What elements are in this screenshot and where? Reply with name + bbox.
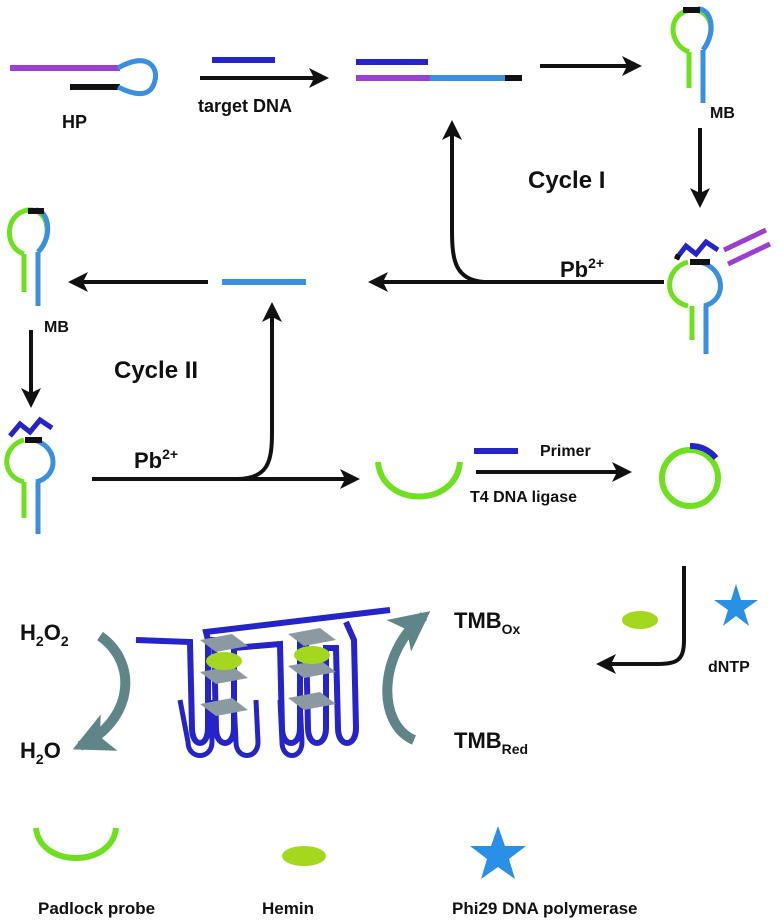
complex-right-black-tip [674,253,681,261]
g-quartet-stack-1 [200,634,248,716]
legend-polymerase-label: Phi29 DNA polymerase [452,899,638,918]
g-quartet-1a [200,634,248,652]
rca-product-loop-3 [277,699,305,758]
tmb-red-base: TMB [454,728,502,753]
hp-hairpin: HP [10,58,159,132]
pb-two-label: Pb2+ [134,446,178,473]
h2o2-label: H2O2 [20,620,69,649]
target-dna-label: target DNA [198,96,292,116]
h2o2-o: O [44,620,61,645]
tmb-red-label: TMBRed [454,728,528,757]
h2o2-sub2: 2 [61,633,69,649]
g-quartet-stack-2 [288,628,336,710]
released-purple-2 [726,241,772,267]
rca-product-strand-a [135,607,391,746]
h2o2-reaction-arrow [72,631,131,751]
h2o-h: H [20,738,36,763]
cleaved-complex-right [667,227,772,354]
polymerase-star-top [714,584,758,626]
pb-two-base: Pb [134,448,162,473]
hemin-in-quartet-1 [206,652,242,670]
tmb-ox-base: TMB [454,608,502,633]
complex-left-loop-green [4,437,25,485]
padlock-probe-open [375,461,463,500]
t4-ligase-label: T4 DNA ligase [470,489,577,506]
h2o-o: O [44,738,61,763]
tmb-ox-label: TMBOx [454,608,521,637]
pb-two-sup: 2+ [162,446,178,462]
rca-product-loop-1 [177,699,215,758]
hp-loop [116,58,159,97]
mb-top-beacon: MB [670,6,735,122]
g-quartet-2a [288,628,336,646]
h2o-sub: 2 [36,751,44,767]
circular-primer [689,443,719,461]
complex-left-loop-blue [33,437,56,485]
g-quartet-2b [288,660,336,678]
legend: Padlock probe Hemin Phi29 DNA polymerase [33,826,638,918]
mb-left-beacon: MB [7,207,69,336]
target-dna-step: target DNA [198,57,329,116]
legend-hemin-label: Hemin [262,899,314,918]
hemin-in-quartet-2 [294,646,330,664]
g-quartet-1b [200,666,248,684]
hp-target-duplex [356,59,522,81]
cycle-two-up-arrow [237,302,282,481]
tmb-red-sub: Red [502,741,528,757]
hp-label: HP [62,112,87,132]
circular-padlock [659,447,721,509]
mb-left-label: MB [44,319,69,336]
complex-right-loop-blue [699,259,723,309]
cleaved-complex-left [4,416,56,534]
h2o-label: H2O [20,738,61,767]
tmb-ox-sub: Ox [502,621,521,637]
legend-hemin-icon [282,846,326,866]
complex-right-loop-green [667,259,689,309]
pb-one-label: Pb2+ [560,255,604,282]
cycle-one-up-arrow [442,120,485,284]
cycle-one-label: Cycle I [528,167,605,194]
legend-polymerase-star-icon [470,826,526,879]
rca-product-strand-c [300,620,360,746]
released-purple-1 [722,227,768,253]
g-quadruplex-product [135,607,391,758]
mb-top-label: MB [710,105,735,122]
pb-one-sup: 2+ [588,255,604,271]
mb-top-loop-blue [697,6,714,52]
dntp-label: dNTP [708,659,750,676]
g-quartet-1c [200,698,248,716]
rca-product-loop-2 [231,699,261,758]
cycle-two-label: Cycle II [114,357,198,384]
primer-label: Primer [540,443,591,460]
rca-arrow [596,566,686,674]
tmb-reaction-arrow [382,611,431,745]
complex-left-wavy [8,416,54,438]
h2o2-h: H [20,620,36,645]
h2o2-sub: 2 [36,633,44,649]
g-quartet-2c [288,692,336,710]
hemin-mark-top [622,611,658,629]
legend-padlock-label: Padlock probe [38,899,155,918]
complex-right-wavy [674,238,720,261]
legend-padlock-icon [33,827,119,861]
pb-one-base: Pb [560,257,588,282]
